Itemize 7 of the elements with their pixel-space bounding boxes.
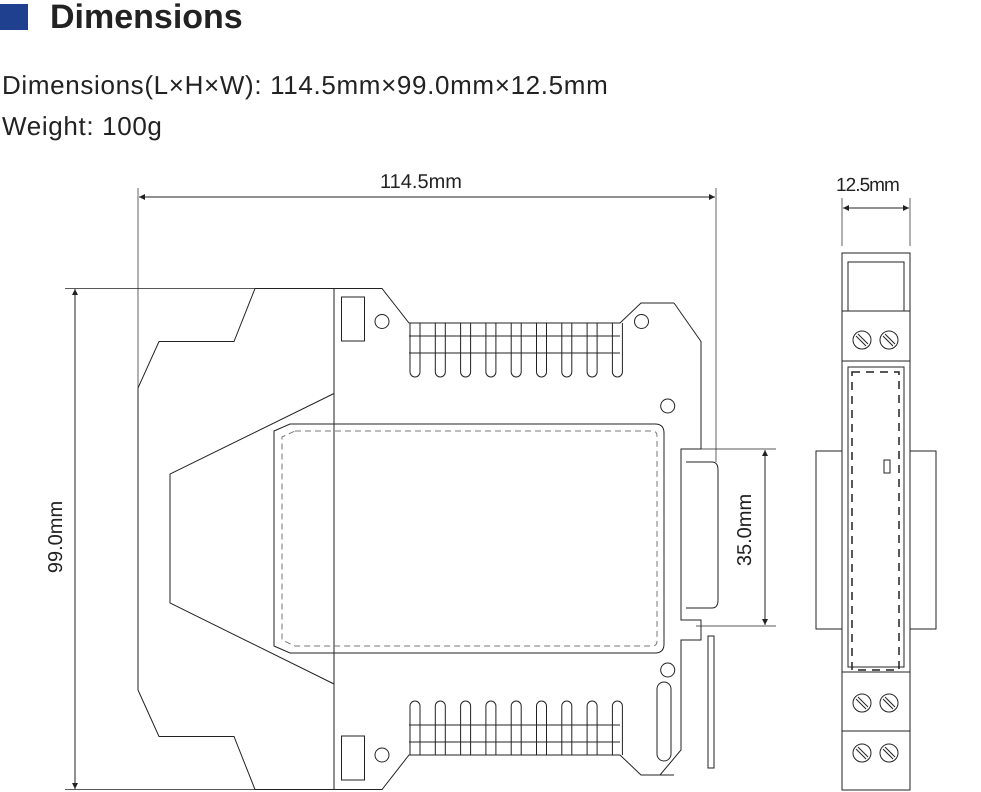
dimension-label: 35.0mm [735, 494, 756, 566]
spec-text: Dimensions(L×H×W): 114.5mm×99.0mm×12.5mm [2, 72, 608, 98]
spec-text: Weight: 100g [2, 113, 163, 139]
dimension-label: 99.0mm [46, 500, 66, 574]
dimension-label: 114.5mm [380, 172, 462, 192]
title: Dimensions [50, 0, 243, 38]
dimension-label: 12.5mm [836, 176, 899, 195]
